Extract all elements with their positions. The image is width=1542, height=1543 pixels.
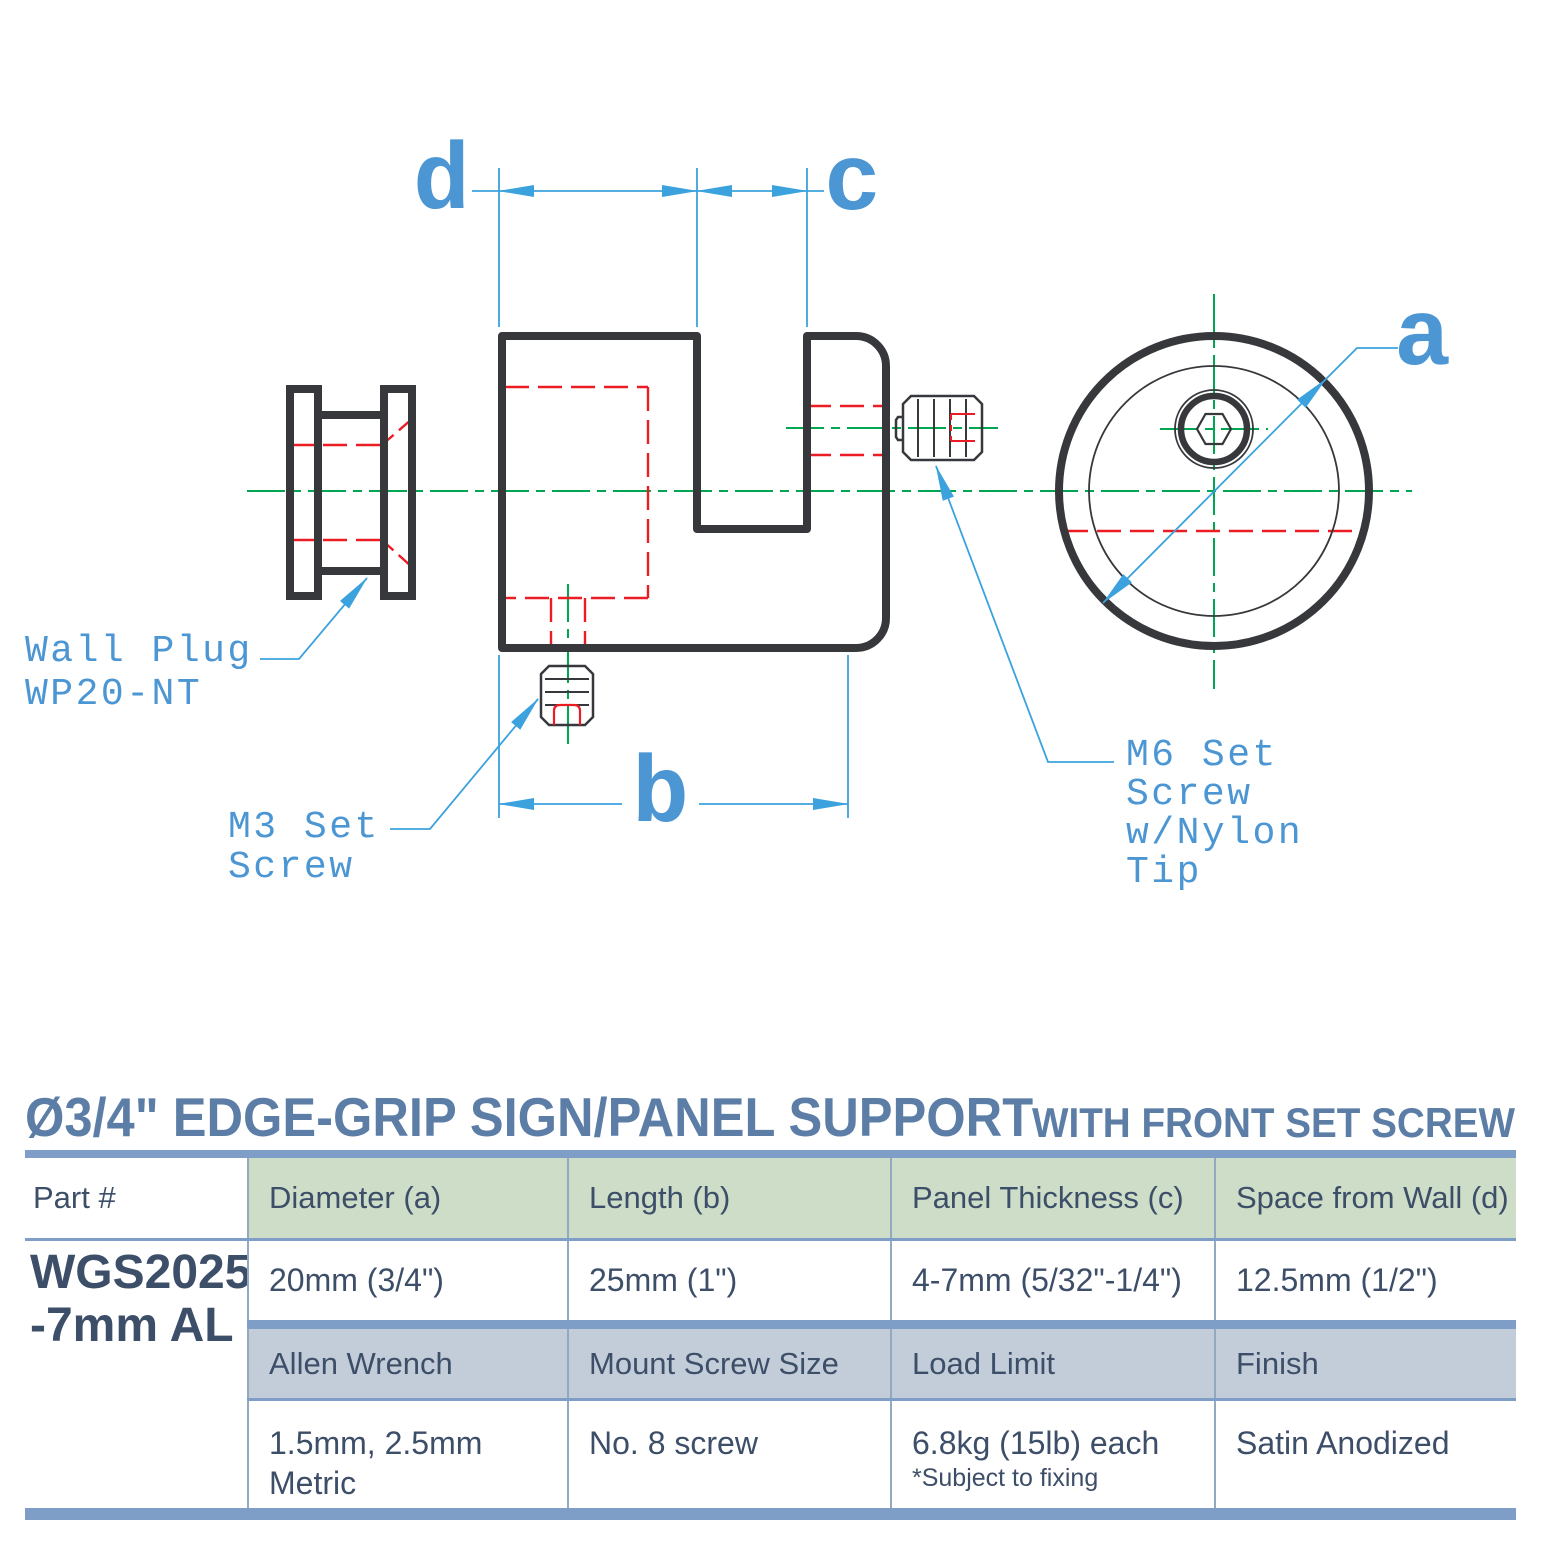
header-panel-thickness-text: Panel Thickness (c): [912, 1180, 1184, 1215]
dimension-label-d: d: [413, 129, 471, 237]
table-rule-2: [247, 1398, 1516, 1401]
value-finish: Satin Anodized: [1214, 1401, 1516, 1508]
m3-label-line1: M3 Set: [228, 806, 380, 849]
value-allen-wrench-text: 1.5mm, 2.5mm Metric: [269, 1425, 483, 1501]
wall-plug-label-line2: WP20-NT: [25, 673, 203, 716]
table-top-bar: [25, 1150, 1516, 1158]
header-space-from-wall-text: Space from Wall (d): [1236, 1180, 1509, 1215]
header-mount-screw-size-text: Mount Screw Size: [589, 1345, 839, 1381]
header-mount-screw-size: Mount Screw Size: [567, 1329, 890, 1398]
m6-label-line1: M6 Set: [1126, 734, 1278, 777]
table-data-row-2: 1.5mm, 2.5mm Metric No. 8 screw 6.8kg (1…: [247, 1401, 1516, 1508]
header-load-limit-text: Load Limit: [912, 1345, 1056, 1381]
value-panel-thickness-text: 4-7mm (5/32"-1/4"): [912, 1262, 1182, 1298]
header-panel-thickness: Panel Thickness (c): [890, 1158, 1214, 1238]
value-load-limit-text: 6.8kg (15lb) each: [912, 1425, 1160, 1461]
m6-leader: [935, 465, 1114, 763]
header-diameter-text: Diameter (a): [269, 1180, 442, 1215]
value-finish-text: Satin Anodized: [1236, 1425, 1450, 1461]
header-allen-wrench-text: Allen Wrench: [269, 1345, 453, 1381]
table-mid-bar: [247, 1320, 1516, 1329]
value-length-text: 25mm (1"): [589, 1262, 738, 1298]
value-allen-wrench: 1.5mm, 2.5mm Metric: [247, 1401, 567, 1508]
wall-plug-drawing: [286, 385, 416, 600]
m6-set-screw-drawing: [894, 394, 984, 462]
page-title-suffix: WITH FRONT SET SCREW: [1032, 1099, 1515, 1146]
m3-label-line2: Screw: [228, 846, 355, 889]
header-load-limit: Load Limit: [890, 1329, 1214, 1398]
m3-leader: [390, 698, 539, 830]
value-space-from-wall-text: 12.5mm (1/2"): [1236, 1262, 1438, 1298]
header-diameter: Diameter (a): [247, 1158, 567, 1238]
m6-label-line4: Tip: [1126, 851, 1202, 894]
table-bottom-bar: [25, 1508, 1516, 1520]
value-space-from-wall: 12.5mm (1/2"): [1214, 1241, 1516, 1320]
page-title: Ø3/4" EDGE-GRIP SIGN/PANEL SUPPORT: [25, 1086, 1034, 1148]
dimension-label-b: b: [622, 749, 700, 844]
value-diameter: 20mm (3/4"): [247, 1241, 567, 1320]
table-header-row-1: Diameter (a) Length (b) Panel Thickness …: [247, 1158, 1516, 1238]
wall-plug-leader: [260, 577, 368, 660]
part-number-line1: WGS2025: [30, 1246, 252, 1299]
table-rule-1: [25, 1238, 1516, 1241]
header-allen-wrench: Allen Wrench: [247, 1329, 567, 1398]
header-length: Length (b): [567, 1158, 890, 1238]
centerlines: [247, 294, 1412, 744]
value-load-limit: 6.8kg (15lb) each *Subject to fixing: [890, 1401, 1214, 1508]
value-diameter-text: 20mm (3/4"): [269, 1262, 444, 1298]
m6-label-line2: Screw: [1126, 773, 1253, 816]
header-length-text: Length (b): [589, 1180, 731, 1215]
value-mount-screw-size: No. 8 screw: [567, 1401, 890, 1508]
dimension-lines: [472, 168, 1398, 818]
header-space-from-wall: Space from Wall (d): [1214, 1158, 1516, 1238]
part-number-value: WGS2025-7mm AL: [30, 1246, 251, 1352]
header-finish: Finish: [1214, 1329, 1516, 1398]
dimension-label-c: c: [824, 130, 882, 238]
dimension-label-a: a: [1394, 285, 1452, 393]
table-header-row-2: Allen Wrench Mount Screw Size Load Limit…: [247, 1329, 1516, 1398]
load-limit-footnote: *Subject to fixing: [912, 1464, 1099, 1492]
value-length: 25mm (1"): [567, 1241, 890, 1320]
leader-arrows: [260, 465, 1114, 830]
table-data-row-1: 20mm (3/4") 25mm (1") 4-7mm (5/32"-1/4")…: [247, 1241, 1516, 1320]
part-label-text: Part #: [33, 1180, 116, 1215]
header-finish-text: Finish: [1236, 1345, 1319, 1381]
clamp-body-drawing: [498, 332, 890, 652]
value-mount-screw-size-text: No. 8 screw: [589, 1425, 758, 1461]
m6-label-line3: w/Nylon: [1126, 812, 1304, 855]
part-number-header: Part #: [25, 1158, 247, 1238]
hidden-lines: [290, 385, 1365, 649]
value-panel-thickness: 4-7mm (5/32"-1/4"): [890, 1241, 1214, 1320]
m3-set-screw-drawing: [539, 664, 595, 727]
part-number-line2: -7mm AL: [30, 1299, 234, 1352]
wall-plug-label-line1: Wall Plug: [25, 630, 253, 673]
